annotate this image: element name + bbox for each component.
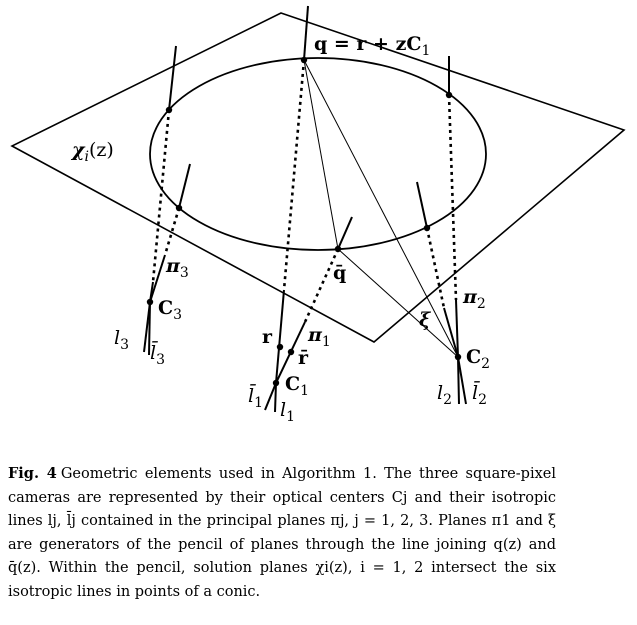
label-pi3: π3 <box>165 255 189 281</box>
camera3-lines <box>143 45 191 356</box>
point-q <box>300 56 308 64</box>
point-conic-a <box>165 106 173 114</box>
conic <box>149 57 487 251</box>
pencil-lines <box>303 59 459 358</box>
point-C1 <box>272 379 280 387</box>
label-l3: l3 <box>114 327 129 353</box>
label-xi: ξ <box>419 309 432 331</box>
label-l1bar: l̄1 <box>248 383 263 411</box>
point-rbar <box>287 348 295 356</box>
camera2-lines <box>416 56 467 405</box>
label-chi: χi(z) <box>70 139 114 165</box>
label-C1: C1 <box>285 373 309 399</box>
label-r: r <box>262 326 273 348</box>
point-qbar <box>334 245 342 253</box>
solution-plane <box>10 12 626 343</box>
label-pi1: π1 <box>307 324 331 350</box>
point-conic-b <box>175 204 183 212</box>
point-r <box>276 343 284 351</box>
label-l2bar: l̄2 <box>472 380 487 408</box>
point-C3 <box>146 298 154 306</box>
caption-label: Fig. 4 <box>8 465 57 482</box>
label-l2: l2 <box>437 382 452 408</box>
label-pi2: π2 <box>462 286 486 312</box>
label-l1: l1 <box>280 399 295 425</box>
caption-text: Geometric elements used in Algorithm 1. … <box>8 466 556 600</box>
label-qbar: q̄ <box>333 262 346 284</box>
point-C2 <box>454 353 462 361</box>
point-conic-c <box>445 91 453 99</box>
points <box>146 56 462 387</box>
label-rbar: r̄ <box>298 347 309 369</box>
geometry-figure: χi(z) q = r + zC1 π3 C3 l3 l̄3 q̄ r π1 r… <box>10 5 626 425</box>
label-q-equation: q = r + zC1 <box>314 33 430 59</box>
camera1-lines <box>264 5 353 413</box>
label-l3bar: l̄3 <box>150 340 165 368</box>
label-C3: C3 <box>158 297 182 323</box>
label-C2: C2 <box>466 346 490 372</box>
point-conic-d <box>423 224 431 232</box>
